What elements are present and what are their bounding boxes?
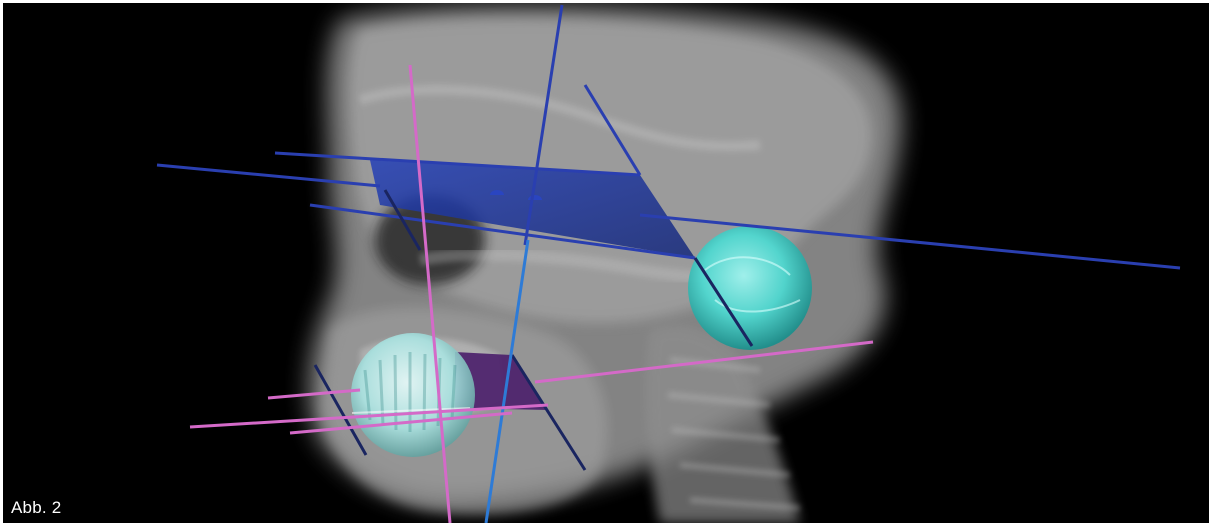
figure-caption: Abb. 2 — [11, 498, 61, 518]
condyle-sphere — [688, 226, 812, 350]
incisor-sphere — [351, 333, 475, 457]
